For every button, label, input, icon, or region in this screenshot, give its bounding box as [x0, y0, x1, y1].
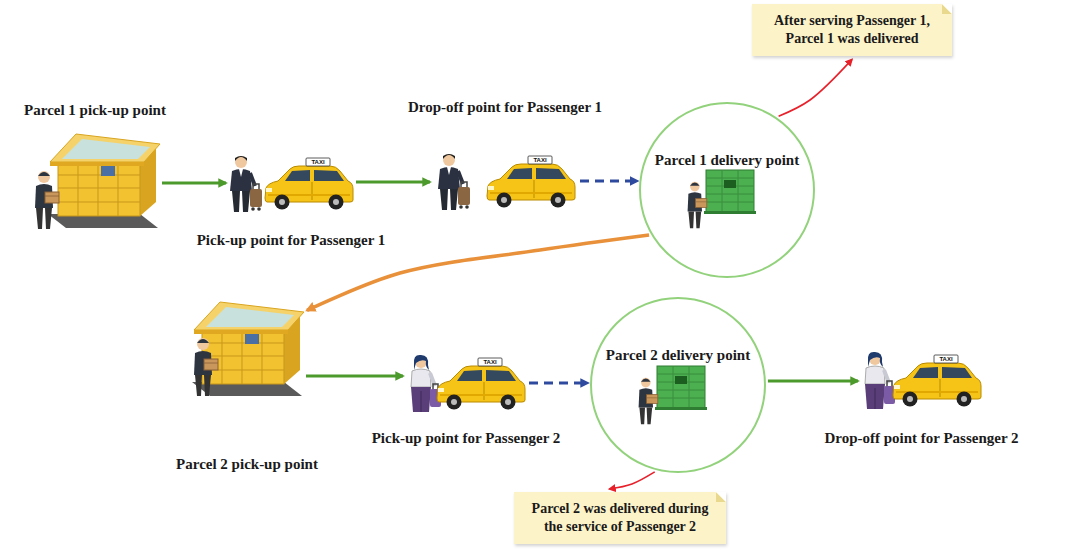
node-label: Drop-off point for Passenger 1: [408, 98, 602, 116]
delivery-locker: [704, 170, 756, 214]
note-text: After serving Passenger 1, Parcel 1 was …: [764, 12, 940, 48]
passenger-figure: [438, 154, 470, 210]
flow-arrow: [580, 180, 637, 183]
taxi-sign: TAXI: [533, 157, 546, 163]
node-label: Parcel 2 delivery point: [606, 346, 750, 364]
node-label: Parcel 1 pick-up point: [24, 101, 166, 119]
delivery-locker: [655, 366, 707, 410]
node-label: Pick-up point for Passenger 1: [197, 231, 386, 249]
node-label: Parcel 1 delivery point: [655, 151, 799, 169]
taxi-car: [437, 358, 525, 410]
circle-outline: [640, 103, 814, 277]
circle-outline: [639, 102, 815, 278]
station-group: Parcel 1 pick-up point: [30, 122, 160, 232]
parcel-locker: [192, 302, 304, 396]
parcel-locker: [48, 134, 160, 228]
taxi-car: [487, 156, 575, 208]
taxi-car: [265, 158, 353, 210]
flow-arrow: [356, 181, 430, 184]
note-text: Parcel 2 was delivered during the servic…: [526, 500, 714, 536]
delivery-circle: Parcel 1 delivery point: [639, 102, 815, 278]
note-box: Parcel 2 was delivered during the servic…: [514, 492, 726, 544]
station-group: Parcel 2 pick-up point: [190, 288, 304, 400]
flow-arrow: [306, 375, 403, 378]
passenger-figure: [230, 156, 262, 212]
station-group: Drop-off point for Passenger 1: [432, 150, 578, 212]
flow-arrow: [609, 472, 654, 489]
flow-arrow: [162, 182, 226, 185]
note-fold: [716, 492, 726, 502]
node-label: Drop-off point for Passenger 2: [824, 429, 1018, 447]
circle-outline: [591, 298, 765, 472]
taxi-sign: TAXI: [311, 159, 324, 165]
station-group: Drop-off point for Passenger 2: [860, 350, 983, 412]
node-label: Pick-up point for Passenger 2: [372, 429, 561, 447]
flow-arrow: [768, 380, 858, 383]
flow-arrow: [529, 382, 588, 385]
taxi-sign: TAXI: [939, 356, 952, 362]
delivery-circle: Parcel 2 delivery point: [590, 297, 766, 473]
station-group: Pick-up point for Passenger 1: [228, 152, 354, 214]
taxi-car: [893, 355, 981, 407]
courier-figure: [35, 171, 59, 229]
circle-outline: [590, 297, 766, 473]
passenger-figure: [411, 355, 441, 412]
note-box: After serving Passenger 1, Parcel 1 was …: [752, 4, 952, 56]
flow-arrow: [779, 59, 852, 116]
node-label: Parcel 2 pick-up point: [176, 455, 318, 473]
note-fold: [942, 4, 952, 14]
taxi-sign: TAXI: [483, 359, 496, 365]
courier-figure: [194, 338, 218, 396]
station-group: Pick-up point for Passenger 2: [405, 352, 527, 414]
courier-figure: [688, 182, 707, 228]
passenger-figure: [865, 352, 895, 409]
courier-figure: [639, 378, 658, 424]
